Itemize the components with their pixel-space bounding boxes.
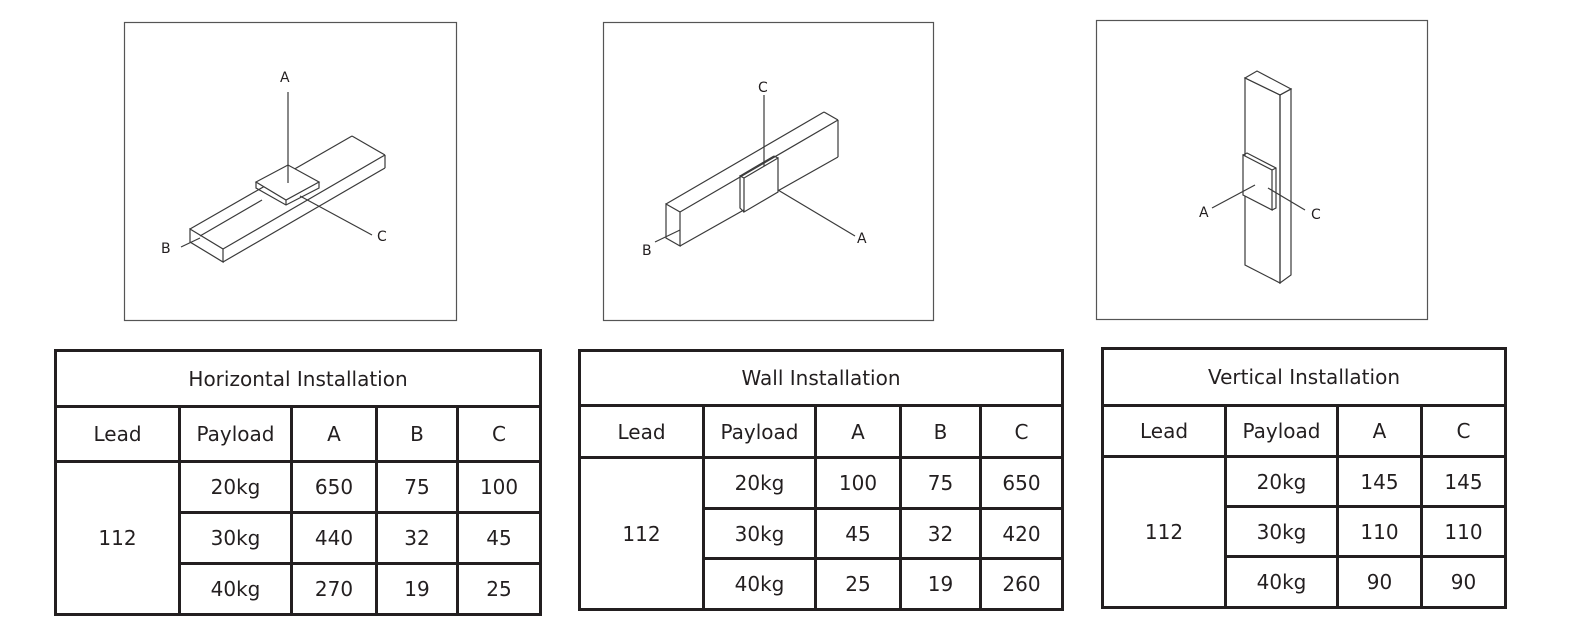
header-payload: Payload xyxy=(178,405,293,463)
value-c: 650 xyxy=(978,456,1065,510)
table-row: 30kg 45 32 420 xyxy=(580,507,1065,560)
header-c: C xyxy=(978,404,1065,459)
value-b: 19 xyxy=(375,562,459,616)
value-a: 90 xyxy=(1336,555,1423,609)
horizontal-installation-table: Horizontal Installation Lead Payload A B… xyxy=(53,349,543,616)
table-title: Vertical Installation xyxy=(1101,347,1507,407)
table-row: 112 20kg 145 145 xyxy=(1101,455,1507,609)
value-c: 100 xyxy=(455,460,543,514)
value-c: 260 xyxy=(978,557,1065,611)
header-c: C xyxy=(455,405,543,463)
label-a: A xyxy=(1199,205,1209,221)
label-a: A xyxy=(280,70,290,86)
label-c: C xyxy=(1311,207,1321,223)
table-title: Wall Installation xyxy=(577,349,1065,407)
header-payload: Payload xyxy=(1224,404,1339,458)
wall-installation-table: Wall Installation Lead Payload A B C 112… xyxy=(577,349,1065,611)
table-title: Horizontal Installation xyxy=(53,349,543,408)
header-lead: Lead xyxy=(578,404,705,459)
value-a: 100 xyxy=(814,456,902,510)
value-c: 110 xyxy=(1420,505,1507,558)
header-lead: Lead xyxy=(1101,404,1227,458)
payload: 30kg xyxy=(178,511,293,565)
table-row: 30kg 110 110 xyxy=(1103,505,1507,558)
vertical-installation-table: Vertical Installation Lead Payload A C 1… xyxy=(1101,347,1507,609)
header-b: B xyxy=(899,404,982,459)
horizontal-diagram: A B C xyxy=(123,21,458,322)
value-c: 145 xyxy=(1420,455,1507,508)
table-row: 40kg 90 90 xyxy=(1103,555,1507,609)
label-b: B xyxy=(642,243,652,259)
payload: 20kg xyxy=(178,460,293,514)
lead-value: 112 xyxy=(54,460,181,616)
value-a: 25 xyxy=(814,557,902,611)
label-b: B xyxy=(161,241,171,257)
header-lead: Lead xyxy=(54,405,181,463)
value-c: 420 xyxy=(978,507,1065,560)
wall-diagram: C B A xyxy=(602,21,935,322)
payload: 20kg xyxy=(1224,455,1339,508)
payload: 30kg xyxy=(1224,505,1339,558)
payload: 40kg xyxy=(178,562,293,616)
lead-value: 112 xyxy=(1101,455,1227,609)
vertical-diagram: A C xyxy=(1095,19,1429,321)
header-c: C xyxy=(1420,404,1507,458)
label-a: A xyxy=(857,231,867,247)
value-c: 25 xyxy=(455,562,543,616)
header-a: A xyxy=(814,404,902,459)
header-a: A xyxy=(290,405,378,463)
value-c: 90 xyxy=(1420,555,1507,609)
value-b: 75 xyxy=(375,460,459,514)
header-a: A xyxy=(1336,404,1423,458)
header-payload: Payload xyxy=(702,404,817,459)
table-row: 112 20kg 100 75 650 xyxy=(578,456,1065,611)
table-row: 40kg 25 19 260 xyxy=(580,557,1065,611)
value-a: 270 xyxy=(290,562,378,616)
value-b: 32 xyxy=(375,511,459,565)
value-c: 45 xyxy=(455,511,543,565)
table-row: 112 20kg 650 75 100 xyxy=(54,460,543,616)
lead-value: 112 xyxy=(578,456,705,611)
value-b: 75 xyxy=(899,456,982,510)
value-b: 32 xyxy=(899,507,982,560)
payload: 30kg xyxy=(702,507,817,560)
label-c: C xyxy=(758,80,768,96)
table-row: 40kg 270 19 25 xyxy=(56,562,543,616)
payload: 40kg xyxy=(702,557,817,611)
table-row: 30kg 440 32 45 xyxy=(56,511,543,565)
payload: 40kg xyxy=(1224,555,1339,609)
label-c: C xyxy=(377,229,387,245)
payload: 20kg xyxy=(702,456,817,510)
value-a: 110 xyxy=(1336,505,1423,558)
value-a: 650 xyxy=(290,460,378,514)
header-b: B xyxy=(375,405,459,463)
value-a: 145 xyxy=(1336,455,1423,508)
value-b: 19 xyxy=(899,557,982,611)
value-a: 440 xyxy=(290,511,378,565)
value-a: 45 xyxy=(814,507,902,560)
